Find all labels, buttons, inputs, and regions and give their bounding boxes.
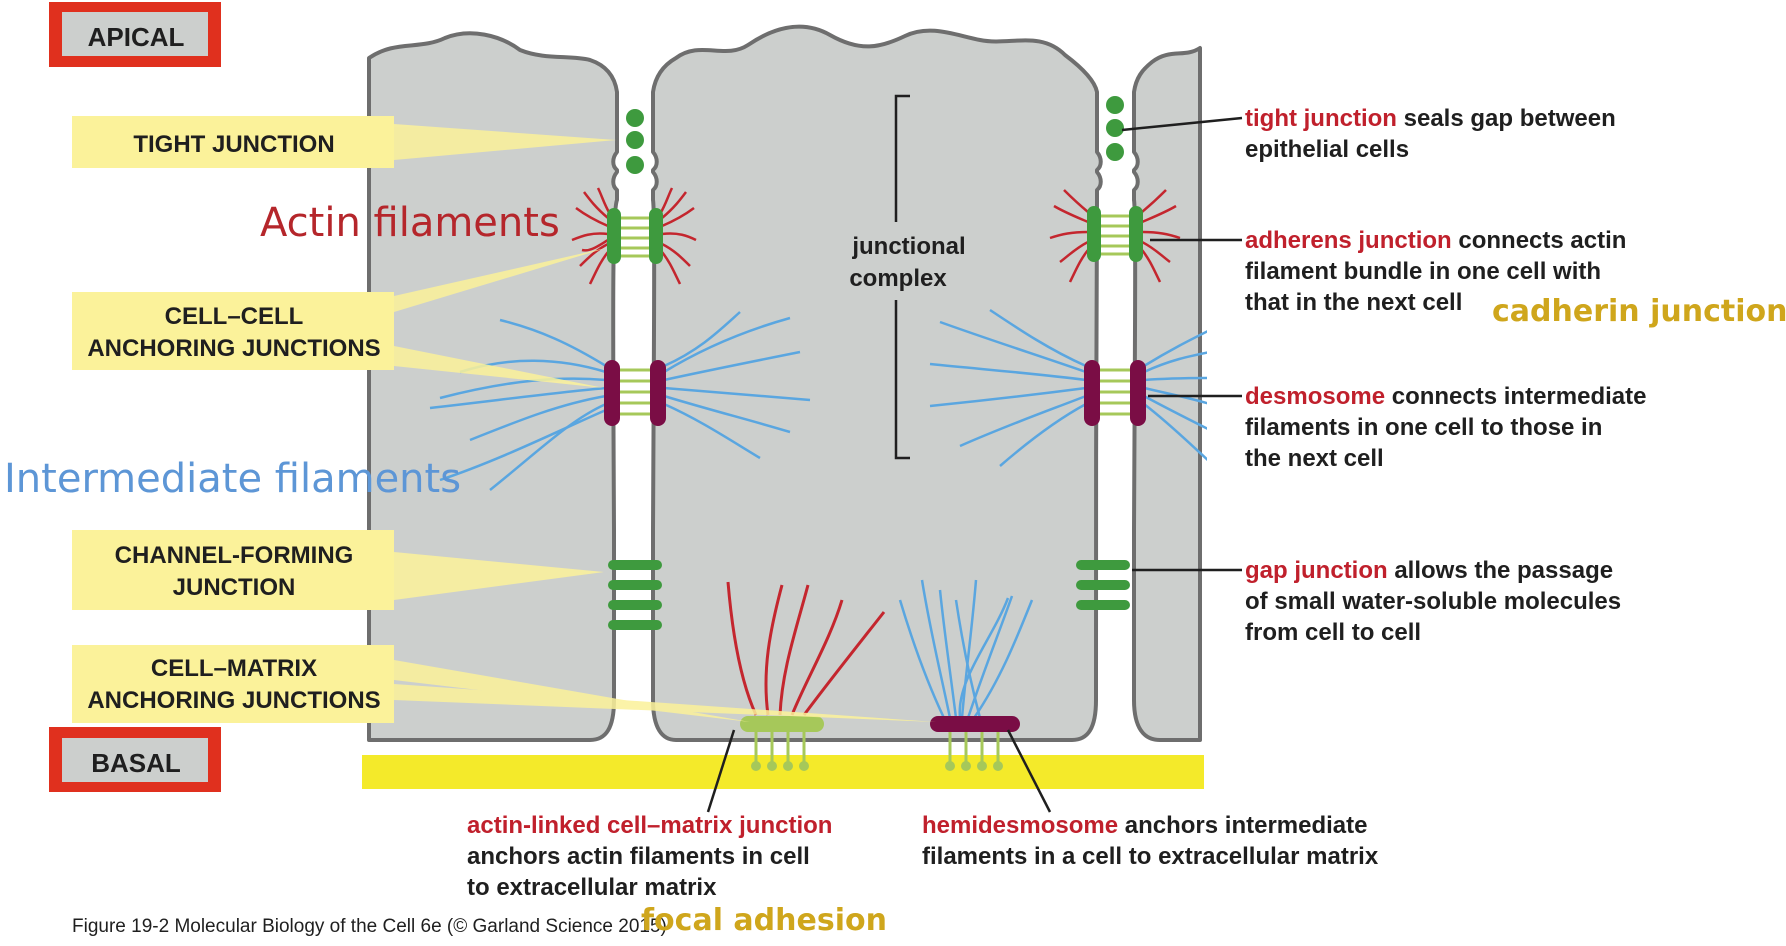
actin-matrix-term: actin-linked cell–matrix junction [467, 812, 832, 839]
desmosome-plaque-right-a [1084, 360, 1100, 426]
apical-label: APICAL [88, 22, 185, 52]
gap-junction-desc: gap junction allows the passage of small… [1245, 557, 1628, 646]
desmosome-desc: desmosome connects intermediate filament… [1245, 383, 1653, 472]
cell-matrix-label-2: ANCHORING JUNCTIONS [87, 687, 380, 714]
basal-box [62, 738, 208, 782]
cell-cell-box [72, 292, 394, 370]
intermediate-filaments-far-right [1143, 330, 1207, 461]
pointer-beams [394, 124, 936, 722]
cell-cell-label-2: ANCHORING JUNCTIONS [87, 335, 380, 362]
left-boundary-junctions [429, 109, 811, 630]
extracellular-matrix [362, 755, 1204, 789]
adherens-plaque-right-a [1087, 206, 1101, 262]
desmosome-linkers-right [1100, 368, 1130, 416]
right-descriptions: tight junction seals gap between epithel… [1245, 105, 1786, 646]
apical-box [62, 12, 208, 56]
adherens-plaque-right-b [1129, 206, 1143, 262]
actin-matrix-desc: actin-linked cell–matrix junction anchor… [467, 812, 839, 901]
cell-cell-label-1: CELL–CELL [165, 303, 304, 330]
desmosome-term: desmosome [1245, 383, 1385, 410]
channel-forming-label-1: CHANNEL-FORMING [115, 542, 354, 569]
tight-junction-label: TIGHT JUNCTION [133, 131, 334, 158]
tight-junction-desc: tight junction seals gap between epithel… [1245, 105, 1622, 163]
actin-filaments-annotation: Actin filaments [260, 200, 560, 246]
junctional-complex-label-2: complex [849, 265, 947, 292]
cell-middle [650, 24, 1103, 742]
focal-adhesion-annotation: focal adhesion [641, 903, 887, 938]
actin-filaments-right [1049, 189, 1181, 283]
hemidesmosome-desc: hemidesmosome anchors intermediate filam… [922, 812, 1379, 870]
cell-matrix-label-1: CELL–MATRIX [151, 655, 317, 682]
cell-matrix-box [72, 645, 394, 723]
adherens-plaque-left-a [607, 208, 621, 264]
desmosome-plaque-left-a [604, 360, 620, 426]
left-labels: APICAL TIGHT JUNCTION CELL–CELL ANCHORIN… [49, 2, 394, 792]
adherens-junction-desc: adherens junction connects actin filamen… [1245, 227, 1633, 316]
focal-adhesion-structure [726, 581, 886, 771]
gap-junction-right [1076, 560, 1130, 610]
figure-caption: Figure 19-2 Molecular Biology of the Cel… [72, 916, 667, 937]
tight-junction-box [72, 116, 394, 168]
bottom-descriptions: actin-linked cell–matrix junction anchor… [467, 812, 1379, 901]
adherens-linkers-right [1101, 214, 1129, 256]
hemidesmosome-structure [898, 579, 1034, 771]
desmosome-linkers-left [620, 368, 650, 416]
desmosome-plaque-left-b [650, 360, 666, 426]
cadherin-junction-annotation: cadherin junction [1492, 294, 1786, 329]
intermediate-filaments-right [929, 308, 1087, 467]
gap-junction-left [608, 560, 662, 630]
junctional-complex-label-1: junctional [851, 233, 965, 260]
intermediate-filaments-left [429, 311, 811, 491]
gap-junction-term: gap junction [1245, 557, 1388, 584]
basal-label: BASAL [91, 748, 181, 778]
leader-lines [706, 116, 1243, 813]
actin-filaments-middle-left [658, 187, 697, 285]
hemidesmosome-term: hemidesmosome [922, 812, 1118, 839]
channel-forming-box [72, 530, 394, 610]
adherens-junction-term: adherens junction [1245, 227, 1452, 254]
junctional-complex-bracket [894, 94, 910, 460]
adherens-plaque-left-b [649, 208, 663, 264]
channel-forming-label-2: JUNCTION [173, 574, 296, 601]
tight-junction-right [1106, 96, 1124, 161]
right-boundary-junctions [929, 96, 1207, 610]
intermediate-filaments-annotation: Intermediate filaments [4, 456, 461, 502]
adherens-linkers-left [621, 216, 649, 258]
desmosome-plaque-right-b [1130, 360, 1146, 426]
tight-junction-term: tight junction [1245, 105, 1397, 132]
tight-junction-left [626, 109, 644, 174]
